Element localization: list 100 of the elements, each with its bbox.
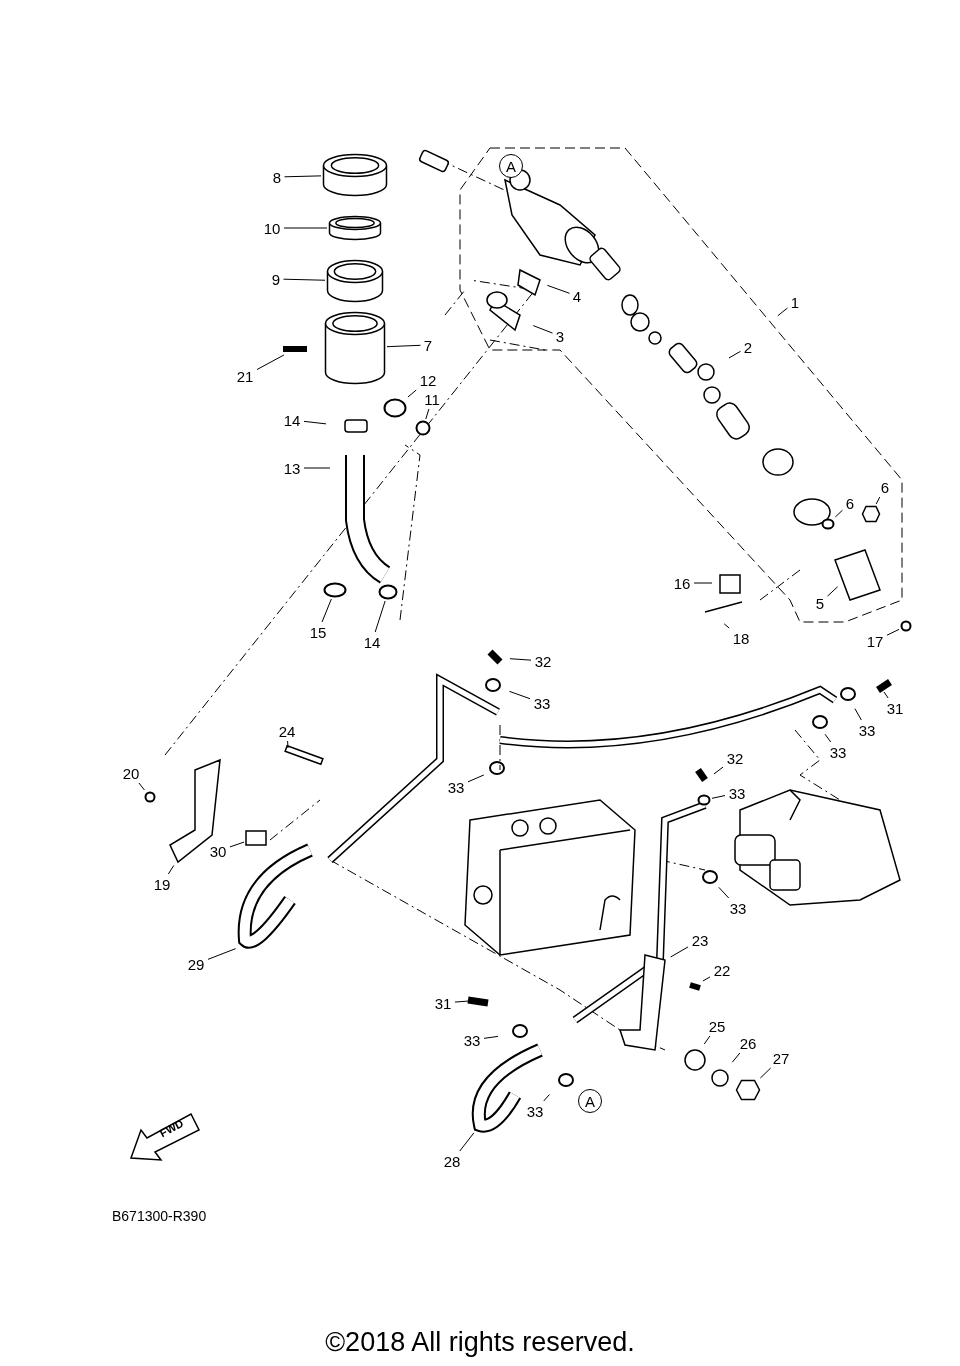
bolt-head-part (144, 791, 156, 803)
leader-line (284, 175, 322, 178)
reference-mark: A (578, 1089, 602, 1113)
callout-number: 33 (524, 1102, 546, 1120)
leader-line (508, 690, 531, 700)
leader-line (283, 278, 326, 281)
leader-line (425, 408, 430, 420)
callout-number: 17 (864, 632, 886, 650)
callout-number: 16 (671, 574, 693, 592)
leader-line (731, 1052, 741, 1063)
callout-number: 10 (261, 219, 283, 237)
callout-number: 7 (421, 336, 435, 354)
leader-line (711, 795, 726, 799)
callout-number: 12 (417, 371, 439, 389)
callout-number: 33 (827, 743, 849, 761)
leader-line (138, 782, 145, 791)
callout-number: 3 (553, 327, 567, 345)
leader-line (546, 284, 570, 294)
callout-number: 33 (727, 899, 749, 917)
clip-part (323, 582, 347, 598)
leader-line (287, 740, 289, 749)
callout-number: 21 (234, 367, 256, 385)
sensor-part (245, 830, 267, 846)
callout-number: 33 (531, 694, 553, 712)
leader-line (713, 766, 724, 775)
callout-number: 14 (361, 633, 383, 651)
callout-number: 24 (276, 722, 298, 740)
callout-number: 27 (770, 1049, 792, 1067)
leader-line (532, 325, 553, 334)
leader-line (728, 350, 741, 359)
callout-number: 33 (445, 778, 467, 796)
washer-part (900, 620, 912, 632)
callout-number: 18 (730, 629, 752, 647)
leader-line (509, 658, 532, 661)
bolt-part (283, 344, 307, 354)
diaphragm (326, 259, 384, 303)
leader-line (543, 1093, 550, 1102)
washer-part (697, 794, 711, 806)
callout-number: 28 (441, 1152, 463, 1170)
leader-line (759, 1067, 772, 1079)
leader-line (703, 1035, 711, 1045)
callout-number: 31 (432, 994, 454, 1012)
callout-number: 20 (120, 764, 142, 782)
callout-number: 22 (711, 961, 733, 979)
leader-line (467, 774, 485, 783)
leader-line (702, 976, 711, 982)
callout-number: 29 (185, 955, 207, 973)
leader-line (167, 864, 175, 875)
leader-line (303, 467, 331, 469)
nut-part (861, 505, 881, 523)
callout-number: 32 (724, 749, 746, 767)
callout-number: 1 (788, 293, 802, 311)
callout-number: 19 (151, 875, 173, 893)
leader-line (886, 628, 900, 636)
leader-line (883, 691, 889, 699)
leader-line (483, 1035, 499, 1039)
diagram-code: B671300-R390 (112, 1207, 207, 1226)
leader-line (670, 946, 689, 958)
callout-number: 6 (843, 494, 857, 512)
callout-number: 32 (532, 652, 554, 670)
leader-line (693, 582, 713, 584)
callout-number: 13 (281, 459, 303, 477)
reference-mark: A (499, 154, 523, 178)
callout-number: 15 (307, 623, 329, 641)
leader-line (834, 509, 843, 518)
leader-line (229, 841, 245, 848)
leader-line (374, 600, 386, 633)
callout-number: 14 (281, 411, 303, 429)
leader-line (827, 586, 839, 597)
leader-line (777, 307, 788, 317)
callout-number: 33 (726, 784, 748, 802)
reservoir-tank (324, 311, 386, 385)
callout-number: 33 (461, 1031, 483, 1049)
callout-number: 11 (421, 390, 443, 408)
washer-part (821, 518, 835, 530)
callout-number: 25 (706, 1017, 728, 1035)
callout-number: 26 (737, 1034, 759, 1052)
callout-number: 31 (884, 699, 906, 717)
reservoir-cap (322, 153, 388, 197)
callout-number: 2 (741, 338, 755, 356)
copyright-notice: ©2018 All rights reserved. (324, 1326, 636, 1359)
leader-line (875, 496, 881, 505)
leader-line (407, 389, 417, 398)
callout-number: 30 (207, 842, 229, 860)
leader-line (386, 344, 421, 348)
leader-line (454, 1000, 473, 1003)
leader-line (718, 886, 730, 899)
leader-line (256, 354, 285, 370)
leader-line (854, 708, 862, 721)
leader-line (207, 948, 237, 960)
callout-number: 8 (270, 168, 284, 186)
leader-line (321, 598, 332, 623)
callout-number: 4 (570, 287, 584, 305)
leader-line (303, 420, 327, 425)
callout-number: 6 (878, 478, 892, 496)
leader-line (824, 733, 832, 743)
nut-part (735, 1079, 761, 1101)
grommet-part (383, 398, 407, 418)
callout-number: 33 (856, 721, 878, 739)
callout-number: 23 (689, 931, 711, 949)
